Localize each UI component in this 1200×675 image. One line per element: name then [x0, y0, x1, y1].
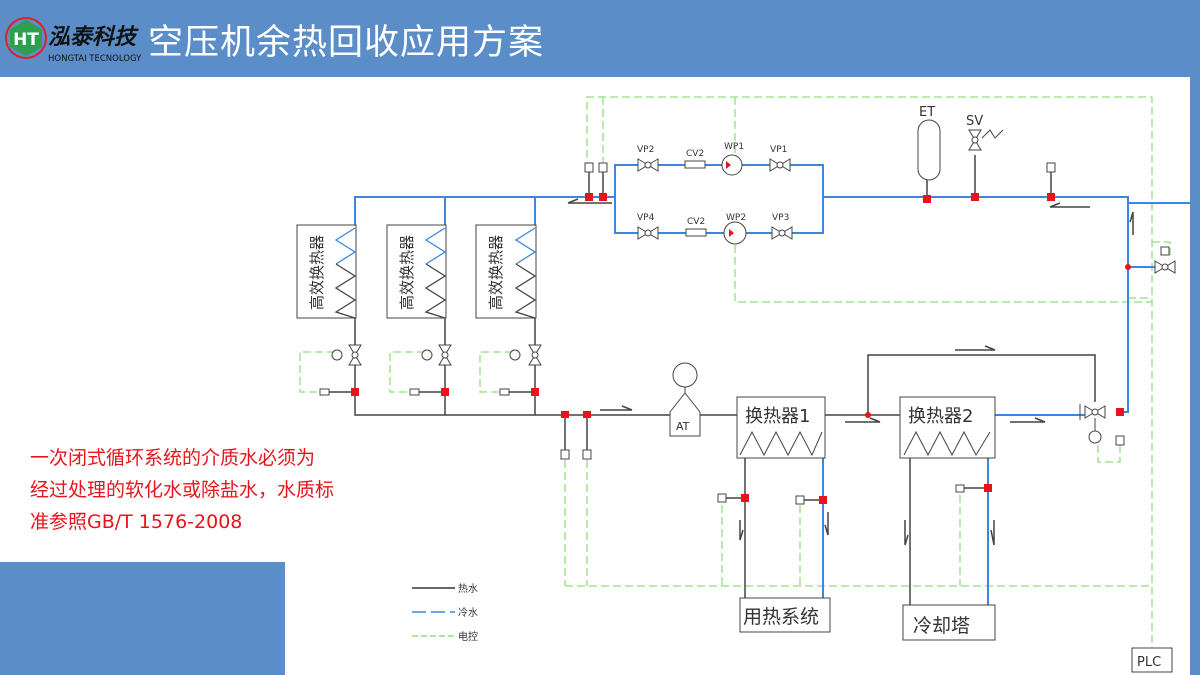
logo-cn: 泓泰科技 — [48, 25, 139, 50]
hx-label: 高效换热器 — [308, 235, 326, 310]
three-way-valve-right — [1154, 246, 1176, 274]
header-bar: HT 泓泰科技 HONGTAI TECNOLOGY 空压机余热回收应用方案 — [0, 0, 1200, 77]
page-title: 空压机余热回收应用方案 — [148, 23, 545, 63]
legend-hot-water: 热水 — [458, 582, 478, 595]
sv-label: SV — [966, 114, 983, 129]
legend: 热水 冷水 电控 — [412, 582, 478, 643]
vp2-label: VP2 — [637, 145, 654, 155]
plc-box: PLC — [1131, 647, 1173, 673]
heat-exchanger-2: 高效换热器 — [386, 224, 447, 319]
vp3-label: VP3 — [772, 213, 789, 223]
vp4-label: VP4 — [637, 213, 655, 223]
upper-branch: VP2 CV2 WP1 VP1 — [637, 142, 791, 176]
cooling-tower: 冷却塔 — [902, 604, 996, 641]
heat-exchanger-main-2: 换热器2 — [899, 396, 996, 459]
plc-label: PLC — [1137, 655, 1161, 670]
sensor-tags — [560, 162, 1125, 505]
cooling-tower-label: 冷却塔 — [913, 615, 970, 637]
pump-branches: VP2 CV2 WP1 VP1 VP4 CV2 WP2 VP3 — [637, 142, 793, 245]
hx-label: 高效换热器 — [487, 235, 505, 310]
note-line: 经过处理的软化水或除盐水，水质标 — [30, 479, 335, 501]
hx2-label: 换热器2 — [908, 406, 973, 427]
motor-valves — [319, 344, 542, 396]
cv2-label: CV2 — [686, 149, 704, 159]
hx-label: 高效换热器 — [398, 235, 416, 310]
decor-block — [0, 562, 285, 675]
expansion-tank: ET — [917, 105, 941, 181]
heat-user-system: 用热系统 — [739, 597, 831, 633]
hot-water-lines — [322, 155, 1134, 605]
logo-en: HONGTAI TECNOLOGY — [48, 54, 142, 64]
note-line: 一次闭式循环系统的介质水必须为 — [30, 447, 316, 469]
logo-mark: HT — [13, 30, 39, 50]
decor-strip — [1190, 77, 1200, 675]
et-label: ET — [919, 105, 935, 120]
safety-valve: SV — [966, 114, 1004, 151]
sensor-points — [351, 161, 1131, 504]
heat-user-label: 用热系统 — [743, 606, 819, 628]
legend-cold-water: 冷水 — [458, 606, 478, 619]
wp1-label: WP1 — [724, 142, 744, 152]
wp2-label: WP2 — [726, 213, 746, 223]
legend-control: 电控 — [458, 630, 478, 643]
vp1-label: VP1 — [770, 145, 787, 155]
note-line: 准参照GB/T 1576-2008 — [30, 511, 243, 533]
hx1-label: 换热器1 — [745, 406, 810, 427]
three-way-valve — [1079, 404, 1106, 444]
heat-exchanger-3: 高效换热器 — [475, 224, 537, 319]
control-lines — [299, 96, 1171, 648]
air-tank: AT — [669, 362, 701, 437]
hongtai-logo: HT 泓泰科技 HONGTAI TECNOLOGY — [5, 17, 142, 64]
lower-branch: VP4 CV2 WP2 VP3 — [637, 213, 793, 245]
heat-exchanger-1: 高效换热器 — [296, 224, 357, 319]
water-quality-note: 一次闭式循环系统的介质水必须为 经过处理的软化水或除盐水，水质标 准参照GB/T… — [30, 442, 410, 538]
cv2-label: CV2 — [687, 217, 705, 227]
at-label: AT — [676, 420, 690, 433]
heat-exchanger-main-1: 换热器1 — [736, 396, 826, 459]
heat-exchanger-bank: 高效换热器 高效换热器 高效换热器 — [296, 224, 537, 319]
